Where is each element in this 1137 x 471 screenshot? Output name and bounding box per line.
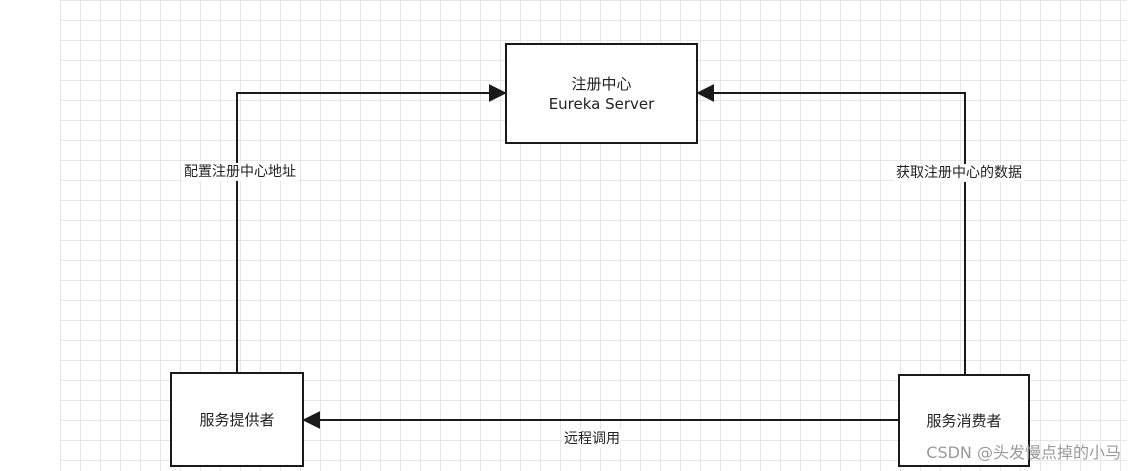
edge-label-consumer-to-registry: 获取注册中心的数据: [894, 164, 1024, 182]
node-registry-title: 注册中心: [571, 74, 632, 93]
node-registry-subtitle: Eureka Server: [548, 94, 655, 113]
node-consumer-label: 服务消费者: [926, 411, 1002, 430]
edge-label-provider-to-registry: 配置注册中心地址: [182, 163, 298, 181]
node-provider-label: 服务提供者: [199, 410, 275, 429]
node-consumer[interactable]: 服务消费者: [898, 374, 1030, 467]
node-provider[interactable]: 服务提供者: [170, 372, 304, 467]
edge-label-consumer-to-provider: 远程调用: [562, 430, 622, 448]
watermark: CSDN @头发慢点掉的小马: [926, 443, 1121, 462]
edge-provider-to-registry: [236, 84, 507, 372]
node-registry[interactable]: 注册中心 Eureka Server: [505, 43, 698, 144]
edge-consumer-to-registry: [696, 84, 966, 374]
